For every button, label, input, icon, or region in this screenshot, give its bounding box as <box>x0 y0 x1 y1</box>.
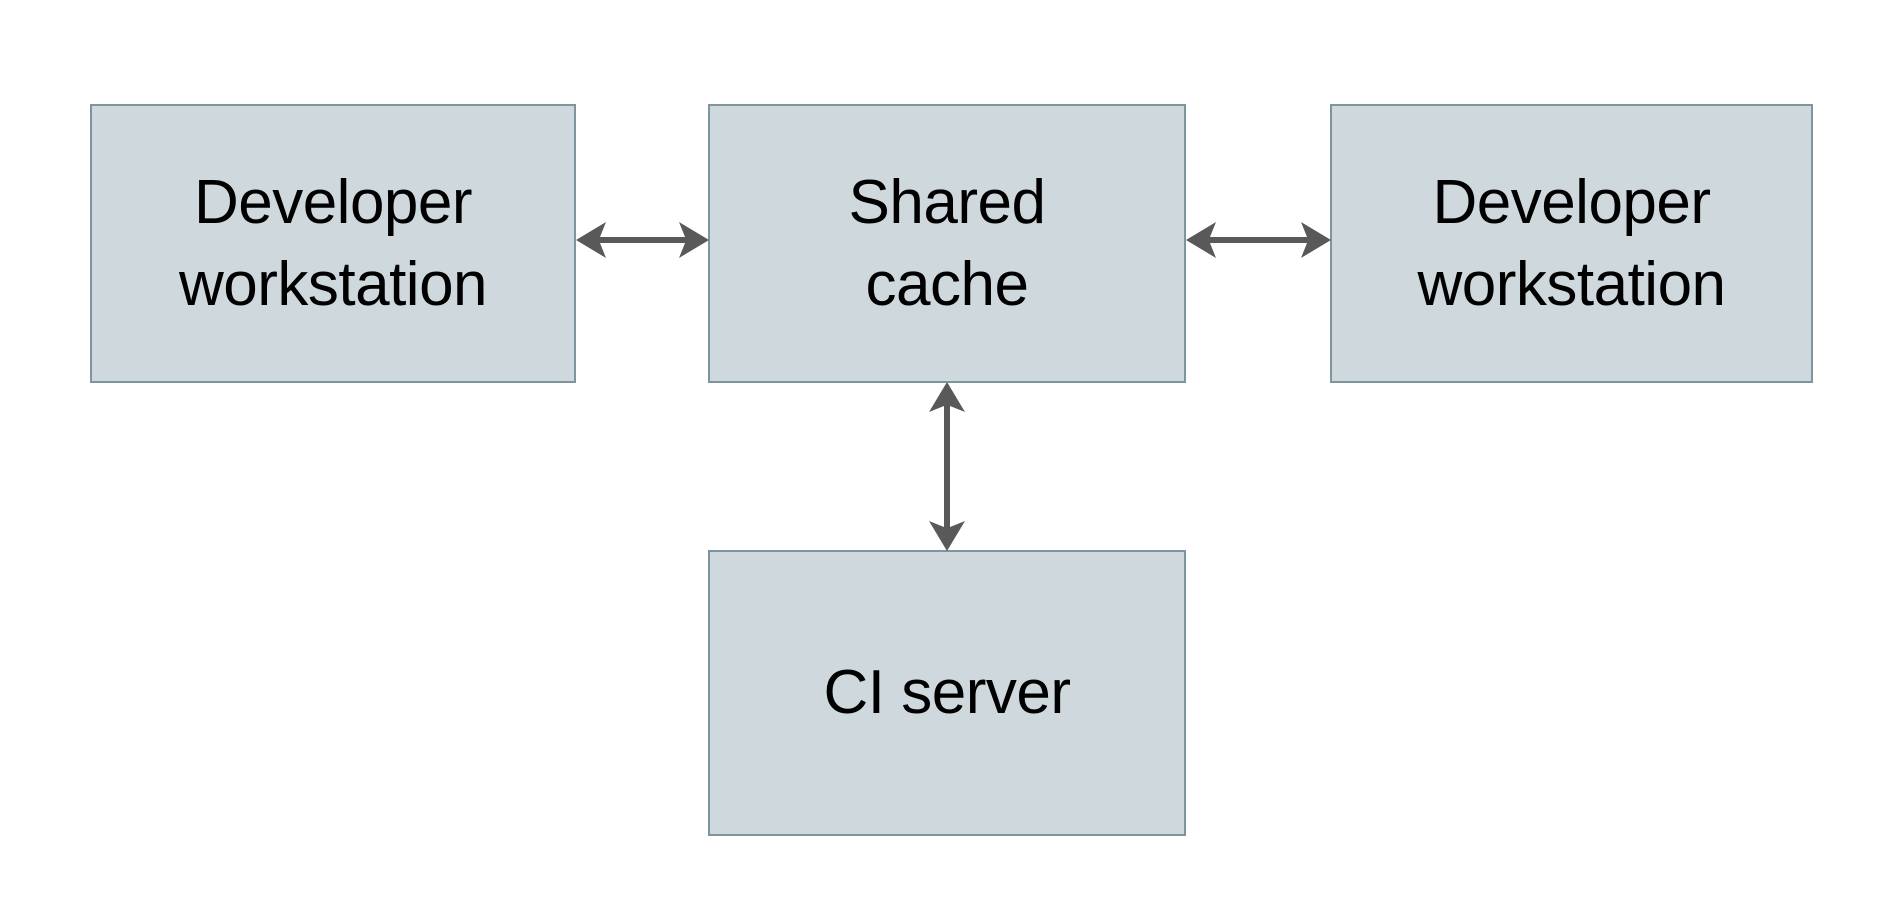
node-label: CI server <box>823 658 1071 728</box>
double-arrow-icon <box>929 382 965 551</box>
double-arrow-icon <box>1186 222 1331 258</box>
node-developer-workstation-right[interactable]: Developer workstation <box>1330 104 1813 383</box>
node-ci-server[interactable]: CI server <box>708 550 1186 836</box>
node-label: Developer workstation <box>1417 167 1726 319</box>
node-label: Developer workstation <box>178 167 488 319</box>
node-label: Shared cache <box>848 167 1046 319</box>
connector-dev-left-to-cache[interactable] <box>576 212 709 268</box>
connector-cache-to-dev-right[interactable] <box>1186 212 1331 268</box>
node-developer-workstation-left[interactable]: Developer workstation <box>90 104 576 383</box>
connector-cache-to-ci-server[interactable] <box>919 382 975 551</box>
double-arrow-icon <box>576 222 709 258</box>
node-shared-cache[interactable]: Shared cache <box>708 104 1186 383</box>
